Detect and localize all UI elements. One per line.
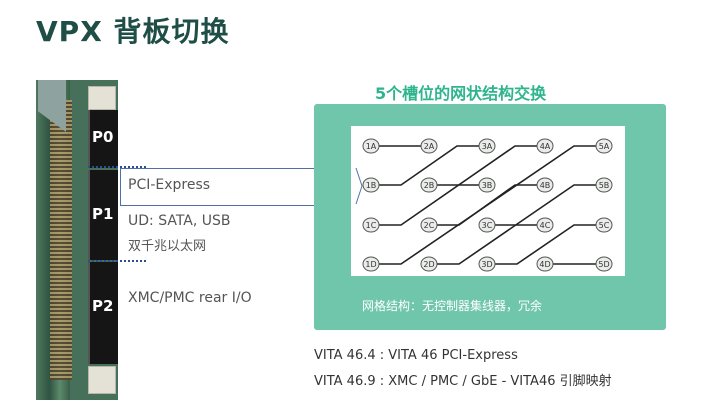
mesh-node-label: 5C [599,221,610,230]
mesh-node-circle [595,217,613,233]
mesh-node-3c: 3C [478,217,496,233]
callout-arrow-lower [355,185,363,205]
mesh-nodes: 1A 2A 3A 4A 5A 1B 2B 3B 4B 5B 1C 2C 3C 4C 5C 1D 2D 3D 4D 5D [362,138,613,272]
mesh-node-3b: 3B [478,177,496,193]
connector-p1 [88,170,118,260]
mesh-node-circle [595,256,613,272]
pci-callout-box [120,168,357,206]
mesh-node-label: 3A [482,142,493,151]
mesh-node-label: 5A [599,142,610,151]
mesh-node-5b: 5B [595,177,613,193]
p1-bracket-bottom [88,260,146,262]
mesh-node-circle [362,138,380,154]
mesh-node-2d: 2D [420,256,438,272]
mesh-links [379,145,596,265]
mesh-node-circle [536,217,554,233]
mesh-node-circle [420,256,438,272]
mesh-node-4b: 4B [536,177,554,193]
mesh-node-label: 3B [482,181,493,190]
mesh-node-circle [362,256,380,272]
mesh-node-label: 2D [423,260,434,269]
pci-express-label: PCI-Express [128,177,211,193]
mesh-node-circle [536,138,554,154]
mesh-node-4a: 4A [536,138,554,154]
mesh-node-1d: 1D [362,256,380,272]
mesh-node-circle [362,217,380,233]
mesh-node-label: 5D [598,260,609,269]
connector-p2 [88,262,118,364]
mesh-node-label: 2C [424,221,435,230]
mesh-node-label: 1D [365,260,376,269]
mesh-node-4c: 4C [536,217,554,233]
connector-p2-label: P2 [92,297,114,315]
connector-p0-label: P0 [92,128,114,146]
mesh-node-circle [478,217,496,233]
mesh-node-2b: 2B [420,177,438,193]
page-title: VPX 背板切换 [36,15,230,48]
mesh-node-circle [536,177,554,193]
mesh-node-circle [362,177,380,193]
mesh-node-circle [478,138,496,154]
mesh-node-label: 2B [424,181,435,190]
mesh-node-label: 1C [366,221,377,230]
mesh-node-5c: 5C [595,217,613,233]
mesh-node-circle [420,138,438,154]
mesh-link-2c-4b [437,184,537,226]
mesh-node-1a: 1A [362,138,380,154]
mesh-link-3d-5c [495,224,596,265]
mesh-node-label: 3C [482,221,493,230]
board-guide-top [88,86,116,110]
mesh-node-circle [420,217,438,233]
mesh-node-circle [478,177,496,193]
mesh-node-2c: 2C [420,217,438,233]
mesh-node-label: 4B [540,181,551,190]
mesh-node-5d: 5D [595,256,613,272]
mesh-node-3a: 3A [478,138,496,154]
mesh-title: 5个槽位的网状结构交换 [375,84,547,103]
mesh-node-label: 3D [481,260,492,269]
mesh-node-5a: 5A [595,138,613,154]
mesh-node-label: 1A [366,142,377,151]
vita-46-4-line: VITA 46.4 : VITA 46 PCI-Express [314,348,518,363]
mesh-node-label: 4D [539,260,550,269]
mesh-node-label: 1B [366,181,377,190]
mesh-link-1b-3a [379,145,479,186]
mesh-node-1c: 1C [362,217,380,233]
mesh-node-label: 4A [540,142,551,151]
mesh-node-1b: 1B [362,177,380,193]
board-pins [50,100,72,380]
mesh-node-label: 2A [424,142,435,151]
p2-rear-io-label: XMC/PMC rear I/O [128,290,252,306]
mesh-node-2a: 2A [420,138,438,154]
ud-label: UD: SATA, USB [128,213,231,229]
connector-p1-label: P1 [92,205,114,223]
mesh-node-circle [595,177,613,193]
mesh-node-circle [595,138,613,154]
mesh-caption: 网格结构：无控制器集线器，冗余 [362,299,543,313]
board-guide-bottom [88,366,116,394]
mesh-node-circle [420,177,438,193]
mesh-node-4d: 4D [536,256,554,272]
mesh-node-3d: 3D [478,256,496,272]
mesh-node-circle [536,256,554,272]
ethernet-label: 双千兆以太网 [128,239,207,254]
vita-46-9-line: VITA 46.9 : XMC / PMC / GbE - VITA46 引脚映… [314,374,612,389]
mesh-node-circle [478,256,496,272]
p1-bracket-top [88,166,146,168]
mesh-node-label: 5B [599,181,610,190]
vpx-board-image [36,80,118,400]
callout-arrow-upper [355,167,363,187]
connector-p0 [88,110,118,168]
mesh-node-label: 4C [540,221,551,230]
